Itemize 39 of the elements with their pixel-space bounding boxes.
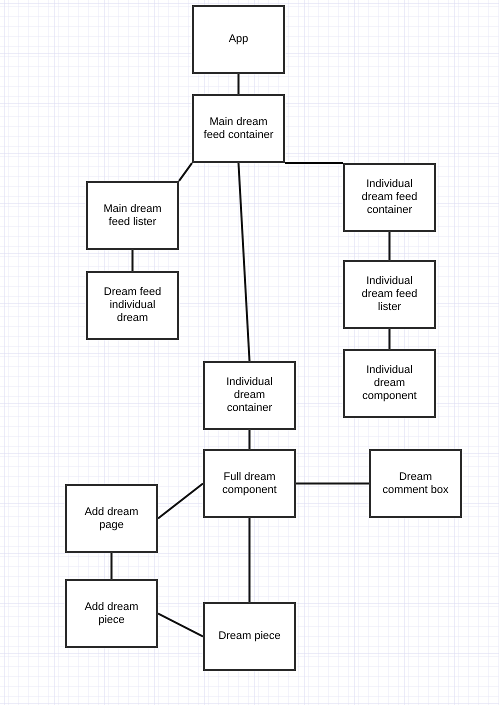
box-label: Dream feed individual dream: [102, 286, 162, 325]
connector-line: [388, 232, 390, 260]
box-label: App: [228, 33, 248, 46]
connector-line: [178, 162, 193, 182]
connector-line: [238, 74, 240, 94]
box-label: Individual dream feed lister: [360, 275, 418, 314]
component-box: [65, 579, 158, 648]
box-label: Individual dream component: [361, 364, 418, 403]
connector-line: [157, 482, 204, 520]
box-label: Add dream page: [84, 506, 140, 532]
connector-line: [110, 553, 112, 579]
component-box: [203, 449, 296, 518]
component-box: [203, 602, 296, 671]
box-label: Full dream component: [221, 470, 278, 496]
component-box: [343, 349, 436, 418]
component-box: [86, 181, 179, 250]
connector-line: [248, 518, 250, 602]
component-box: [65, 484, 158, 553]
connector-line: [132, 250, 134, 271]
connector-line: [388, 329, 390, 349]
box-label: Dream piece: [218, 630, 281, 643]
box-label: Add dream piece: [84, 600, 140, 626]
component-box: [369, 449, 462, 518]
connector-line: [296, 482, 369, 484]
component-box: [192, 5, 285, 74]
component-box: [203, 361, 296, 430]
box-label: Dream comment box: [381, 470, 450, 496]
component-box: [343, 163, 436, 232]
connector-line: [248, 430, 250, 449]
box-label: Main dream feed lister: [102, 202, 163, 228]
component-box: [86, 271, 179, 340]
component-box: [192, 94, 285, 163]
box-label: Main dream feed container: [202, 116, 274, 142]
box-label: Individual dream feed container: [360, 178, 418, 217]
connector-line: [158, 612, 204, 638]
connector-line: [285, 162, 343, 164]
component-box: [343, 260, 436, 329]
box-label: Individual dream container: [225, 376, 274, 415]
connector-line: [238, 162, 250, 362]
